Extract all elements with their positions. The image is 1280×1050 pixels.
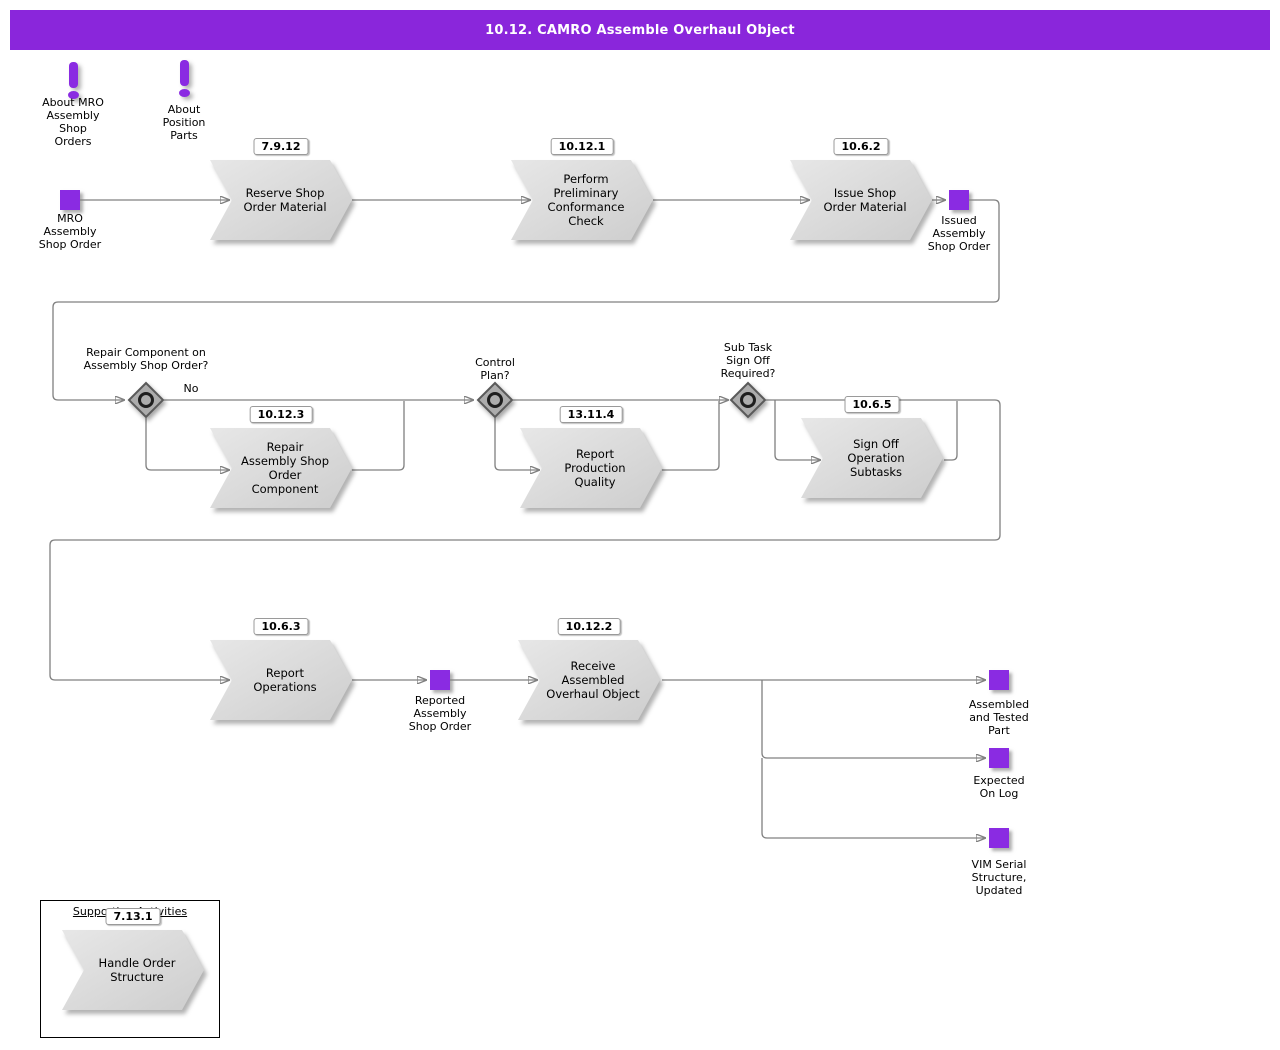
about-position-parts-icon[interactable] (173, 60, 195, 97)
activity-label: Sign Off Operation Subtasks (847, 437, 905, 479)
edge-gateway3-loop-to-reportops (49, 399, 1001, 680)
activity-id-badge: 13.11.4 (559, 406, 623, 423)
activity-label: Perform Preliminary Conformance Check (547, 172, 625, 228)
activity-id-badge: 7.9.12 (253, 138, 309, 155)
activity-id-badge: 10.12.3 (249, 406, 313, 423)
edge-gateway1-to-repair (145, 418, 229, 470)
activity-label: Report Operations (253, 666, 317, 694)
activity-label: Reserve Shop Order Material (243, 186, 327, 214)
chevron-shape (210, 428, 352, 508)
event-label: VIM Serial Structure, Updated (971, 858, 1027, 897)
chevron-shape (520, 428, 662, 508)
gateway-label: Sub Task Sign Off Required? (720, 341, 776, 380)
chevron-shape (518, 640, 660, 720)
chevron-shape (801, 418, 943, 498)
edge-label-no: No (183, 382, 199, 395)
about-mro-assembly-shop-orders-icon[interactable] (62, 62, 84, 99)
event-label: Reported Assembly Shop Order (408, 694, 472, 733)
chevron-shape (210, 640, 352, 720)
activity-label: Receive Assembled Overhaul Object (546, 659, 640, 701)
chevron-shape (62, 930, 204, 1010)
activity-report-operations[interactable]: 10.6.3 Report Operations (210, 618, 352, 720)
page-title: 10.12. CAMRO Assemble Overhaul Object (485, 22, 795, 38)
note-label: About Position Parts (162, 103, 206, 142)
gateway-circle-icon (487, 392, 503, 408)
chevron-shape (210, 160, 352, 240)
activity-repair-assembly-shop-order-component[interactable]: 10.12.3 Repair Assembly Shop Order Compo… (210, 406, 352, 508)
activity-id-badge: 10.6.3 (253, 618, 309, 635)
activity-perform-preliminary-conformance-check[interactable]: 10.12.1 Perform Preliminary Conformance … (511, 138, 653, 240)
activity-id-badge: 7.13.1 (105, 908, 161, 925)
gateway-circle-icon (138, 392, 154, 408)
note-label: About MRO Assembly Shop Orders (42, 96, 104, 148)
event-assembled-and-tested-part[interactable] (989, 670, 1009, 690)
gateway-control-plan[interactable] (476, 381, 514, 419)
edge-signoff-merge (944, 401, 958, 461)
edge-gateway3-to-signoff (774, 400, 820, 460)
gateway-subtask-signoff[interactable] (729, 381, 767, 419)
event-label: MRO Assembly Shop Order (38, 212, 102, 251)
edge-reportquality-merge (662, 401, 720, 471)
event-mro-assembly-shop-order[interactable] (60, 190, 80, 210)
event-reported-assembly-shop-order[interactable] (430, 670, 450, 690)
exclamation-dot-icon (178, 89, 190, 97)
event-issued-assembly-shop-order[interactable] (949, 190, 969, 210)
edge-gateway2-to-reportquality (494, 418, 539, 470)
activity-id-badge: 10.12.1 (550, 138, 614, 155)
activity-sign-off-operation-subtasks[interactable]: 10.6.5 Sign Off Operation Subtasks (801, 396, 943, 498)
activity-label: Handle Order Structure (98, 956, 176, 984)
edge-branch-to-expected (761, 680, 985, 758)
event-label: Expected On Log (973, 774, 1025, 800)
activity-receive-assembled-overhaul-object[interactable]: 10.12.2 Receive Assembled Overhaul Objec… (518, 618, 660, 720)
activity-handle-order-structure[interactable]: 7.13.1 Handle Order Structure (62, 908, 204, 1010)
edge-issued-to-gateway1 (52, 199, 1000, 400)
exclamation-dot-icon (67, 91, 79, 99)
edge-branch-to-vim (761, 758, 985, 838)
activity-id-badge: 10.6.5 (844, 396, 900, 413)
activity-id-badge: 10.12.2 (557, 618, 621, 635)
exclamation-icon (68, 62, 78, 88)
activity-issue-shop-order-material[interactable]: 10.6.2 Issue Shop Order Material (790, 138, 932, 240)
event-expected-on-log[interactable] (989, 748, 1009, 768)
gateway-circle-icon (740, 392, 756, 408)
gateway-repair-component[interactable] (127, 381, 165, 419)
activity-label: Report Production Quality (564, 447, 626, 489)
chevron-shape (790, 160, 932, 240)
diagram-title-bar: 10.12. CAMRO Assemble Overhaul Object (10, 10, 1270, 50)
chevron-shape (511, 160, 653, 240)
activity-report-production-quality[interactable]: 13.11.4 Report Production Quality (520, 406, 662, 508)
event-label: Assembled and Tested Part (968, 698, 1030, 737)
event-label: Issued Assembly Shop Order (927, 214, 991, 253)
activity-label: Repair Assembly Shop Order Component (240, 440, 329, 496)
activity-label: Issue Shop Order Material (823, 186, 907, 214)
event-vim-serial-structure-updated[interactable] (989, 828, 1009, 848)
activity-id-badge: 10.6.2 (833, 138, 889, 155)
gateway-label: Repair Component on Assembly Shop Order? (83, 346, 209, 372)
exclamation-icon (179, 60, 189, 86)
gateway-label: Control Plan? (475, 356, 515, 382)
edge-repair-merge (352, 401, 405, 471)
activity-reserve-shop-order-material[interactable]: 7.9.12 Reserve Shop Order Material (210, 138, 352, 240)
